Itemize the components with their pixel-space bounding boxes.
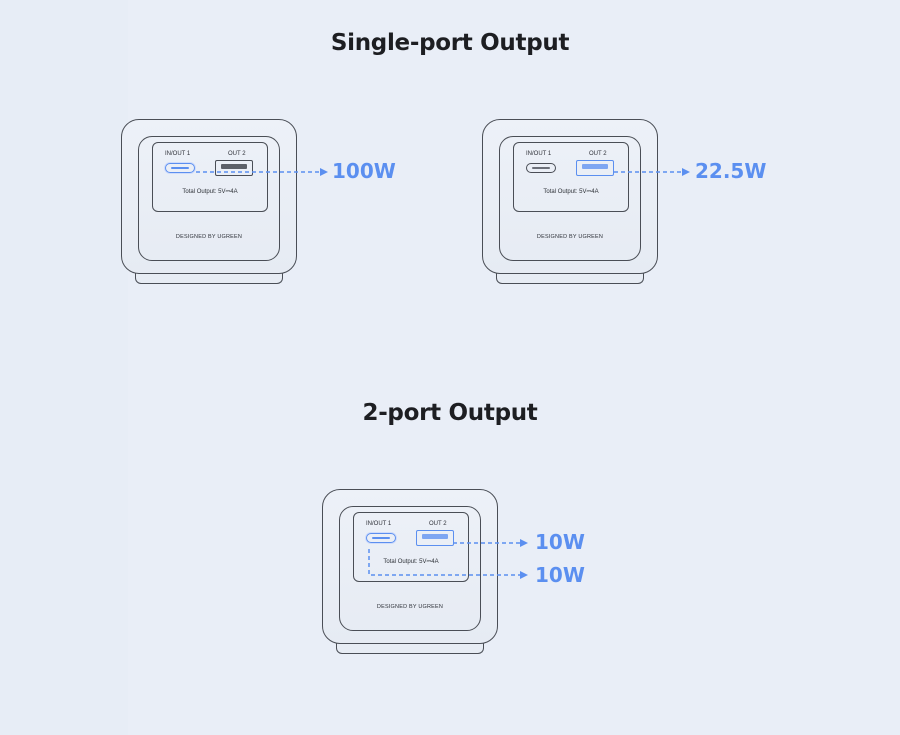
port2-label: OUT 2 [228,151,246,157]
output-value-usbc-dual: 10W [535,563,585,587]
port-panel: IN/OUT 1 OUT 2 Total Output: 5V⎓4A [152,142,268,212]
port1-label: IN/OUT 1 [366,521,392,527]
total-output-label: Total Output: 5V⎓4A [182,189,238,195]
usbc-port-icon [165,163,195,173]
content-panel [128,0,900,735]
port1-label: IN/OUT 1 [165,151,191,157]
usbc-port-icon [526,163,556,173]
total-output-label: Total Output: 5V⎓4A [543,189,599,195]
output-value-usbc-single: 100W [332,159,396,183]
two-port-heading: 2-port Output [362,400,538,426]
port-panel: IN/OUT 1 OUT 2 Total Output: 5V⎓4A [353,512,469,582]
brand-label: DESIGNED BY UGREEN [536,234,604,240]
device-body: IN/OUT 1 OUT 2 Total Output: 5V⎓4A DESIG… [482,119,658,274]
usba-port-icon [215,160,253,176]
output-value-usba-dual: 10W [535,530,585,554]
device-front-panel [499,136,641,261]
brand-label: DESIGNED BY UGREEN [376,604,444,610]
single-port-heading: Single-port Output [330,30,570,56]
device-body: IN/OUT 1 OUT 2 Total Output: 5V⎓4A DESIG… [322,489,498,644]
usba-port-icon [416,530,454,546]
device-body: IN/OUT 1 OUT 2 Total Output: 5V⎓4A DESIG… [121,119,297,274]
device-base [336,641,484,654]
brand-label: DESIGNED BY UGREEN [175,234,243,240]
device-base [135,271,283,284]
usbc-port-icon [366,533,396,543]
total-output-label: Total Output: 5V⎓4A [383,559,439,565]
device-base [496,271,644,284]
port1-label: IN/OUT 1 [526,151,552,157]
charger-device-dual: IN/OUT 1 OUT 2 Total Output: 5V⎓4A DESIG… [322,489,498,657]
charger-device-usba-single: IN/OUT 1 OUT 2 Total Output: 5V⎓4A DESIG… [482,119,658,287]
port2-label: OUT 2 [429,521,447,527]
usba-port-icon [576,160,614,176]
device-front-panel [138,136,280,261]
port-panel: IN/OUT 1 OUT 2 Total Output: 5V⎓4A [513,142,629,212]
output-value-usba-single: 22.5W [695,159,767,183]
charger-device-usbc-single: IN/OUT 1 OUT 2 Total Output: 5V⎓4A DESIG… [121,119,297,287]
port2-label: OUT 2 [589,151,607,157]
